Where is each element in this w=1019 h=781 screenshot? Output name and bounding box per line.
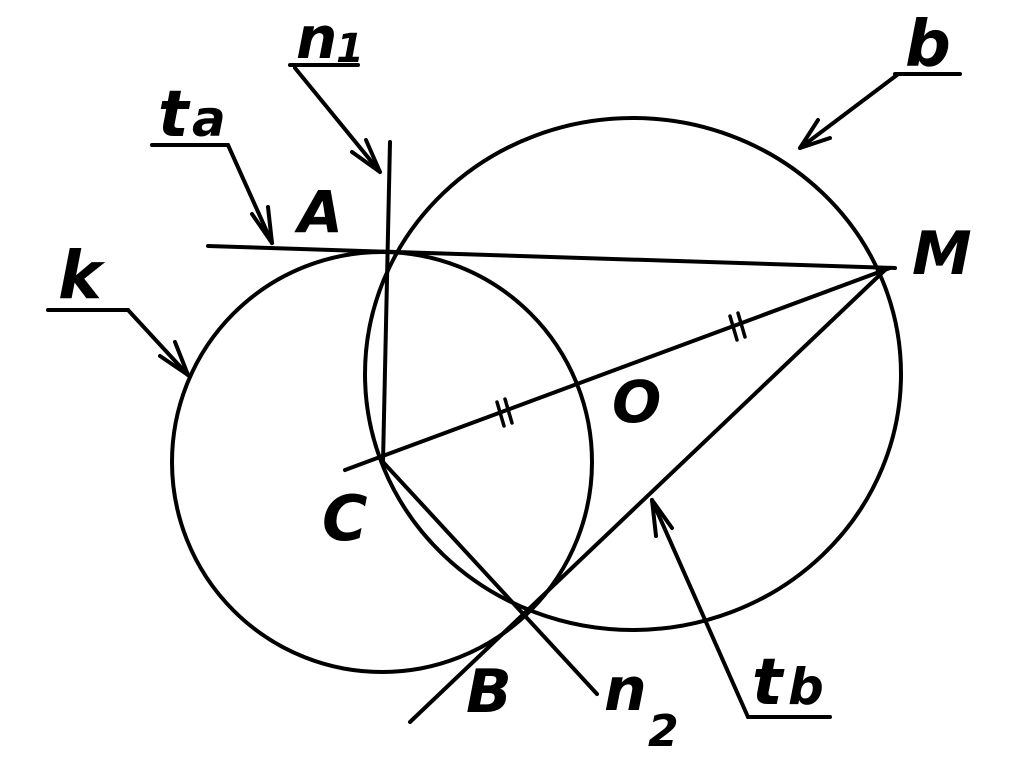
tick-mark-right bbox=[728, 311, 747, 342]
label-n1-subscript: 1 bbox=[336, 26, 364, 72]
label-n1: n bbox=[296, 4, 337, 72]
label-tb: t bbox=[752, 646, 785, 720]
normal-line-n1 bbox=[381, 140, 392, 464]
leader-b bbox=[798, 72, 962, 150]
tangent-line-ta bbox=[206, 244, 897, 270]
label-point-a: A bbox=[294, 178, 343, 246]
normal-line-n2 bbox=[381, 460, 599, 696]
tangent-line-tb bbox=[408, 268, 887, 724]
label-ta: t bbox=[158, 78, 191, 152]
circle-b bbox=[363, 116, 903, 632]
label-k: k bbox=[58, 237, 106, 314]
tick-mark-left bbox=[495, 397, 514, 428]
label-tb-subscript: b bbox=[788, 658, 824, 716]
leader-tb bbox=[650, 498, 832, 719]
label-ta-subscript: a bbox=[192, 90, 226, 148]
label-n2: n bbox=[604, 655, 647, 725]
leader-k bbox=[46, 308, 190, 377]
label-n2-subscript: 2 bbox=[648, 706, 679, 757]
label-point-b: B bbox=[466, 657, 512, 727]
segment-cm bbox=[343, 266, 892, 472]
label-point-o: O bbox=[612, 368, 661, 436]
leader-n1 bbox=[288, 63, 382, 174]
label-b: b bbox=[905, 8, 951, 82]
label-point-c: C bbox=[322, 482, 368, 555]
label-point-m: M bbox=[912, 219, 972, 289]
leader-ta bbox=[150, 143, 274, 245]
